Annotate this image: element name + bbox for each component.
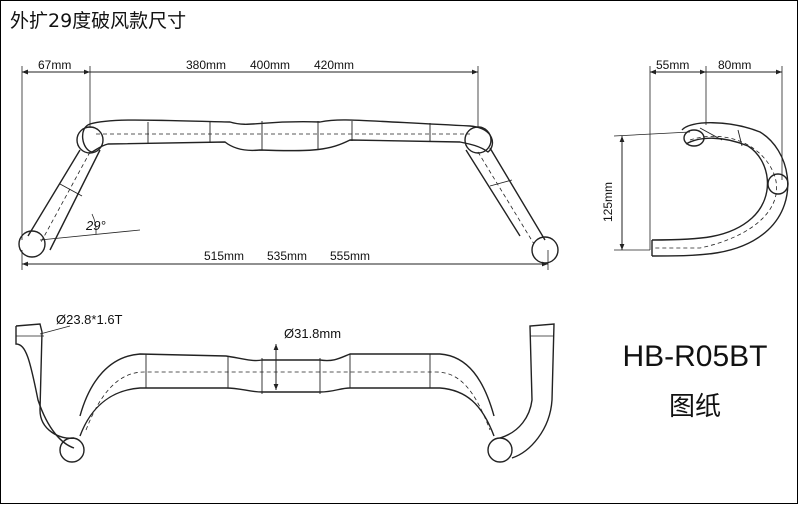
flare-angle: 29° bbox=[85, 218, 106, 233]
dim-width-555: 555mm bbox=[330, 249, 370, 263]
model-number: HB-R05BT bbox=[622, 340, 768, 373]
dim-flare: 67mm bbox=[38, 58, 71, 72]
dim-drop-125: 125mm bbox=[601, 182, 615, 222]
end-diameter-label: Ø23.8*1.6T bbox=[56, 312, 123, 327]
side-view bbox=[613, 66, 789, 257]
dim-width-535: 535mm bbox=[267, 249, 307, 263]
top-view bbox=[15, 323, 555, 463]
dim-width-420: 420mm bbox=[314, 58, 354, 72]
center-diameter-label: Ø31.8mm bbox=[284, 326, 341, 341]
dim-width-400: 400mm bbox=[250, 58, 290, 72]
drawing-title: 外扩29度破风款尺寸 bbox=[10, 10, 187, 32]
drawing-subtitle: 图纸 bbox=[668, 392, 721, 422]
front-view bbox=[18, 66, 559, 270]
dim-width-515: 515mm bbox=[204, 249, 244, 263]
dim-width-380: 380mm bbox=[186, 58, 226, 72]
dim-reach-55: 55mm bbox=[656, 58, 689, 72]
dim-reach-80: 80mm bbox=[718, 58, 751, 72]
